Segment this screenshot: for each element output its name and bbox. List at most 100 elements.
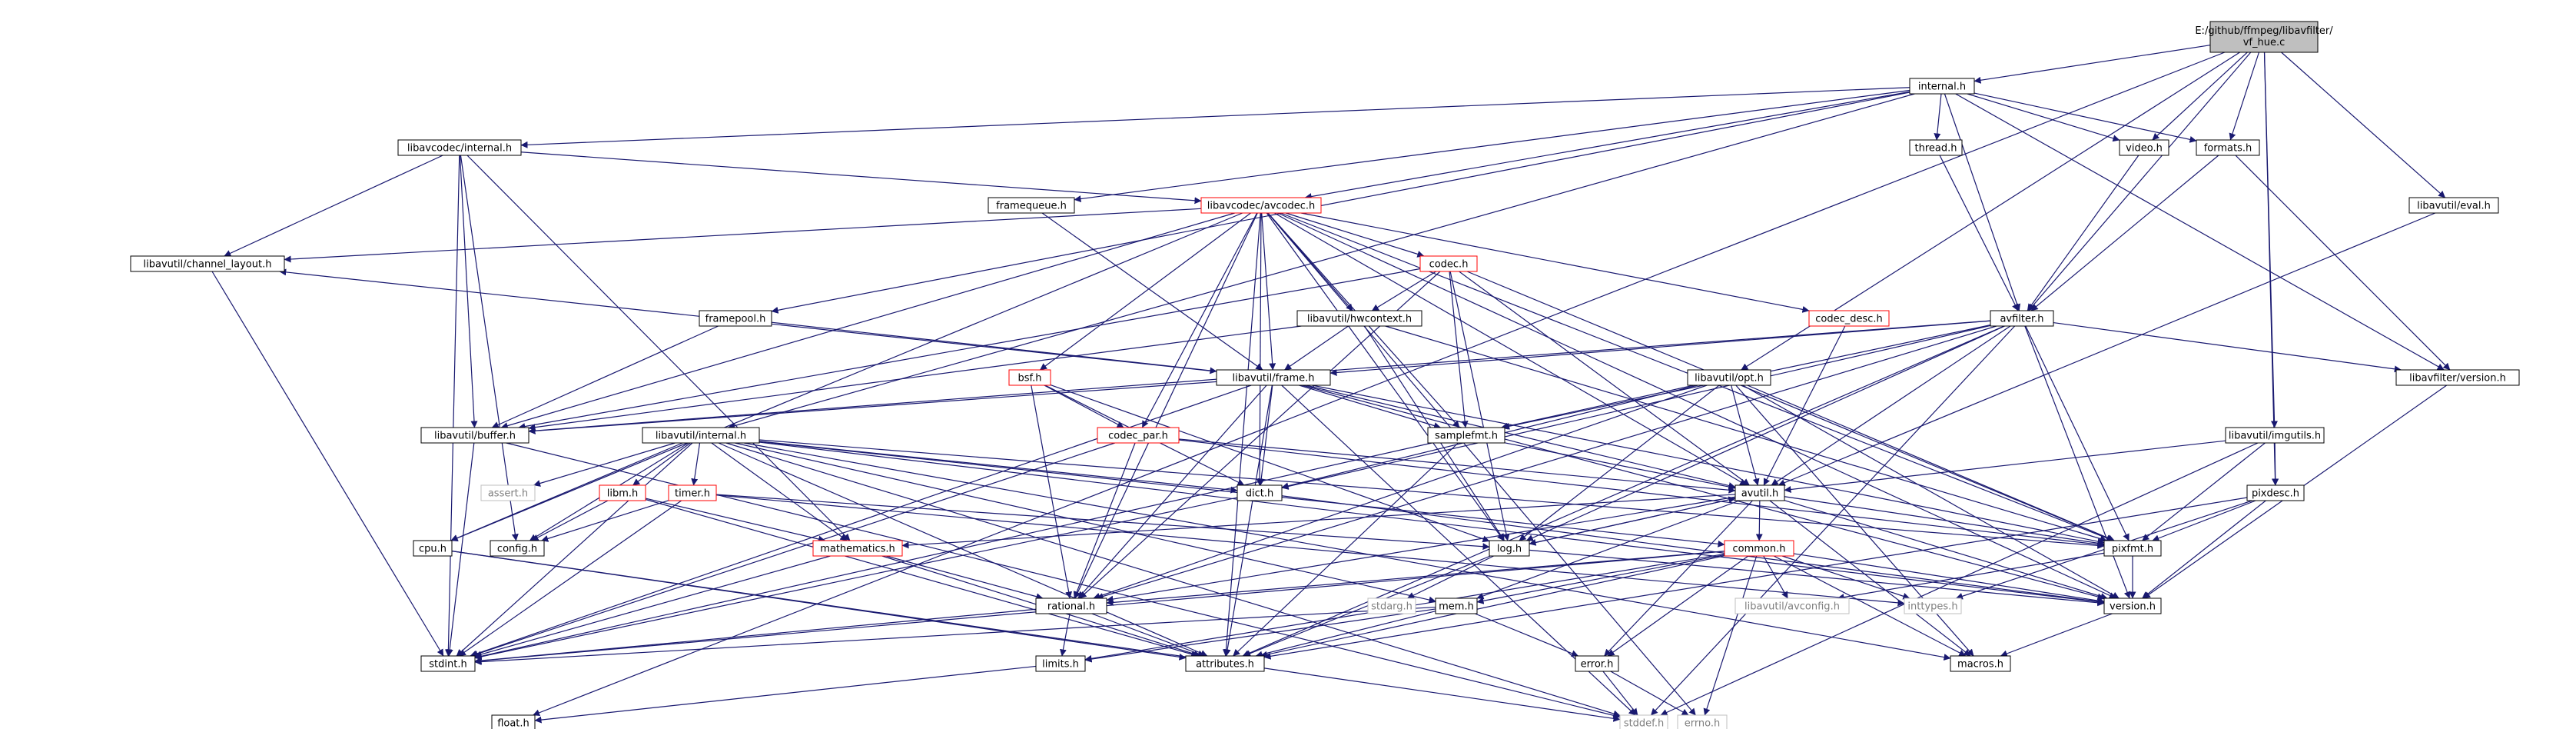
node-config[interactable]: config.h [490, 540, 545, 557]
node-bsf[interactable]: bsf.h [1008, 369, 1051, 386]
node-libm[interactable]: libm.h [599, 484, 646, 501]
node-internal[interactable]: internal.h [1909, 78, 1975, 95]
node-box [1734, 484, 1785, 501]
node-framequeue[interactable]: framequeue.h [988, 197, 1075, 214]
edge-codec-to-log [1449, 271, 1510, 541]
node-assert[interactable]: assert.h [480, 484, 536, 501]
node-label: libm.h [607, 488, 639, 500]
node-pixdesc[interactable]: pixdesc.h [2246, 484, 2305, 501]
node-label: libavutil/channel_layout.h [144, 259, 272, 271]
edge-avcodec-to-attributes [1222, 212, 1261, 657]
node-avutil-internal[interactable]: libavutil/internal.h [642, 427, 760, 444]
node-box [1904, 598, 1962, 614]
node-label: framequeue.h [996, 201, 1067, 212]
node-common[interactable]: common.h [1724, 540, 1794, 557]
edge-log-to-attributes [1243, 555, 1491, 657]
node-limits[interactable]: limits.h [1035, 655, 1086, 672]
node-pixfmt[interactable]: pixfmt.h [2103, 540, 2162, 557]
node-avutil[interactable]: avutil.h [1734, 484, 1785, 501]
node-errno[interactable]: errno.h [1677, 714, 1728, 729]
node-error[interactable]: error.h [1575, 655, 1619, 672]
node-log[interactable]: log.h [1489, 540, 1530, 557]
node-codec-desc[interactable]: codec_desc.h [1808, 310, 1890, 327]
node-rational[interactable]: rational.h [1035, 598, 1107, 614]
edge-mathematics-to-rational [885, 555, 1044, 601]
node-stdarg[interactable]: stdarg.h [1367, 598, 1416, 614]
node-avcodec[interactable]: libavcodec/avcodec.h [1200, 197, 1322, 214]
edge-avcodec_internal-to-config [460, 155, 519, 541]
node-label: version.h [2110, 601, 2156, 613]
edge-avcodec-to-codec [1285, 212, 1425, 258]
node-float[interactable]: float.h [491, 714, 536, 729]
node-timer[interactable]: timer.h [668, 484, 717, 501]
edge-frame-to-avutil [1306, 384, 1736, 489]
node-thread[interactable]: thread.h [1909, 139, 1963, 156]
node-label: limits.h [1042, 659, 1079, 671]
edge-codec-to-buffer [518, 268, 1421, 430]
edge-frame-to-version [1302, 384, 2105, 601]
edge-avcodec-to-cpu [450, 212, 1243, 541]
node-samplefmt[interactable]: samplefmt.h [1427, 427, 1505, 444]
node-label: codec.h [1429, 259, 1469, 271]
node-video[interactable]: video.h [2119, 139, 2169, 156]
edge-internal-to-thread [1934, 93, 1942, 141]
node-opt[interactable]: libavutil/opt.h [1687, 369, 1771, 386]
node-macros[interactable]: macros.h [1950, 655, 2011, 672]
edge-common-to-macros [1773, 555, 1967, 657]
edge-avutil-to-common [1755, 500, 1763, 541]
node-box [1909, 78, 1975, 95]
edge-avcodec-to-log [1266, 212, 1505, 541]
node-inttypes[interactable]: inttypes.h [1904, 598, 1962, 614]
edge-avcodec-to-version [1277, 212, 2116, 599]
node-stddef[interactable]: stddef.h [1619, 714, 1668, 729]
edge-cpu-to-stddef [451, 551, 1621, 722]
node-box [1677, 714, 1728, 729]
edge-formats-to-lavfi_version [2235, 155, 2451, 371]
node-eval[interactable]: libavutil/eval.h [2408, 197, 2499, 214]
node-formats[interactable]: formats.h [2196, 139, 2260, 156]
node-label: vf_hue.c [2243, 37, 2286, 48]
node-box [490, 540, 545, 557]
node-stdint[interactable]: stdint.h [420, 655, 476, 672]
node-avconfig[interactable]: libavutil/avconfig.h [1734, 598, 1850, 614]
edge-internal-to-avutil_internal [728, 93, 1915, 430]
node-hwcontext[interactable]: libavutil/hwcontext.h [1296, 310, 1422, 327]
node-dict[interactable]: dict.h [1237, 484, 1283, 501]
node-mathematics[interactable]: mathematics.h [812, 540, 903, 557]
node-imgutils[interactable]: libavutil/imgutils.h [2225, 427, 2325, 444]
node-box [1296, 310, 1422, 327]
node-box [1990, 310, 2054, 327]
node-box [491, 714, 536, 729]
node-version[interactable]: version.h [2103, 598, 2162, 614]
node-frame[interactable]: libavutil/frame.h [1216, 369, 1331, 386]
edge-bsf-to-rational [1031, 384, 1073, 599]
node-buffer[interactable]: libavutil/buffer.h [420, 427, 529, 444]
node-avfilter[interactable]: avfilter.h [1990, 310, 2054, 327]
edge-pixdesc-to-pixfmt [2152, 500, 2256, 542]
edge-dict-to-stdint [474, 497, 1238, 661]
edge-mathematics-to-stdint [474, 555, 831, 658]
edge-vf_hue-to-eval [2281, 52, 2446, 198]
node-avcodec-internal[interactable]: libavcodec/internal.h [397, 139, 522, 156]
node-framepool[interactable]: framepool.h [699, 310, 772, 327]
node-box [812, 540, 903, 557]
node-label: errno.h [1685, 718, 1721, 729]
node-label: libavutil/internal.h [656, 431, 746, 442]
edge-imgutils-to-avutil [1784, 440, 2226, 493]
edge-avutil_internal-to-mem [735, 442, 1436, 604]
node-box [642, 427, 760, 444]
node-mem[interactable]: mem.h [1435, 598, 1478, 614]
edge-timer-to-log [715, 494, 1490, 551]
edge-avcodec_internal-to-avcodec [520, 151, 1202, 205]
node-channel-layout[interactable]: libavutil/channel_layout.h [130, 255, 285, 272]
node-cpu[interactable]: cpu.h [413, 540, 453, 557]
node-codec[interactable]: codec.h [1419, 255, 1478, 272]
node-codec-par[interactable]: codec_par.h [1097, 427, 1180, 444]
node-box [1687, 369, 1771, 386]
node-box [1808, 310, 1890, 327]
node-lavfi-version[interactable]: libavfilter/version.h [2395, 369, 2520, 386]
node-label: framepool.h [705, 314, 766, 325]
edge-vf_hue-to-float [533, 52, 2226, 717]
node-attributes[interactable]: attributes.h [1185, 655, 1265, 672]
edge-opt-to-samplefmt [1501, 384, 1695, 430]
